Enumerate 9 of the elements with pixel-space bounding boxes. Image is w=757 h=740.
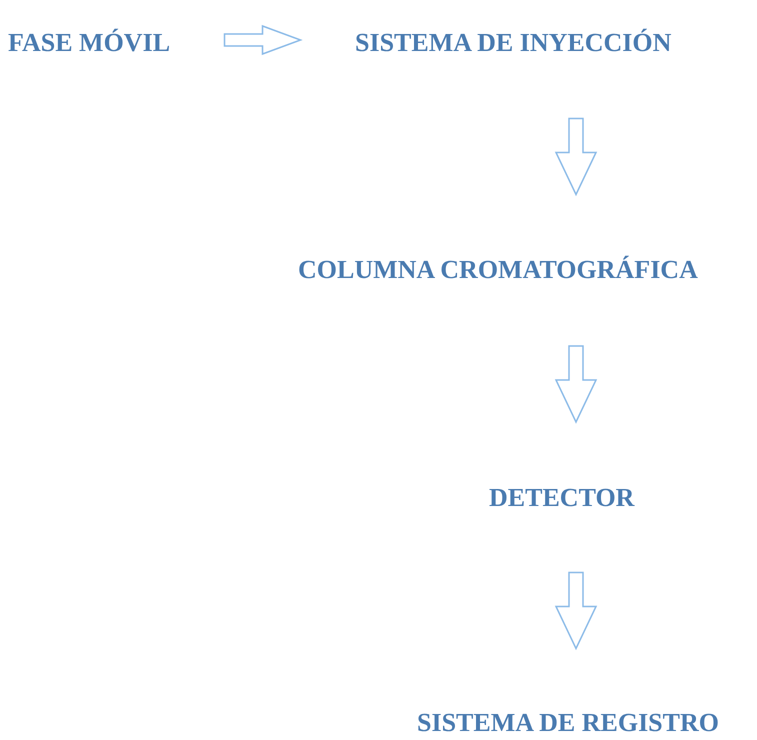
process-label: DETECTOR bbox=[489, 483, 634, 513]
process-label: FASE MÓVIL bbox=[8, 28, 170, 58]
block-arrow bbox=[554, 118, 598, 196]
process-label: SISTEMA DE INYECCIÓN bbox=[355, 28, 672, 58]
block-arrow bbox=[554, 572, 598, 650]
block-arrow bbox=[224, 24, 303, 56]
process-label: SISTEMA DE REGISTRO bbox=[417, 708, 719, 738]
process-label: COLUMNA CROMATOGRÁFICA bbox=[298, 255, 698, 285]
block-arrow bbox=[554, 345, 598, 424]
